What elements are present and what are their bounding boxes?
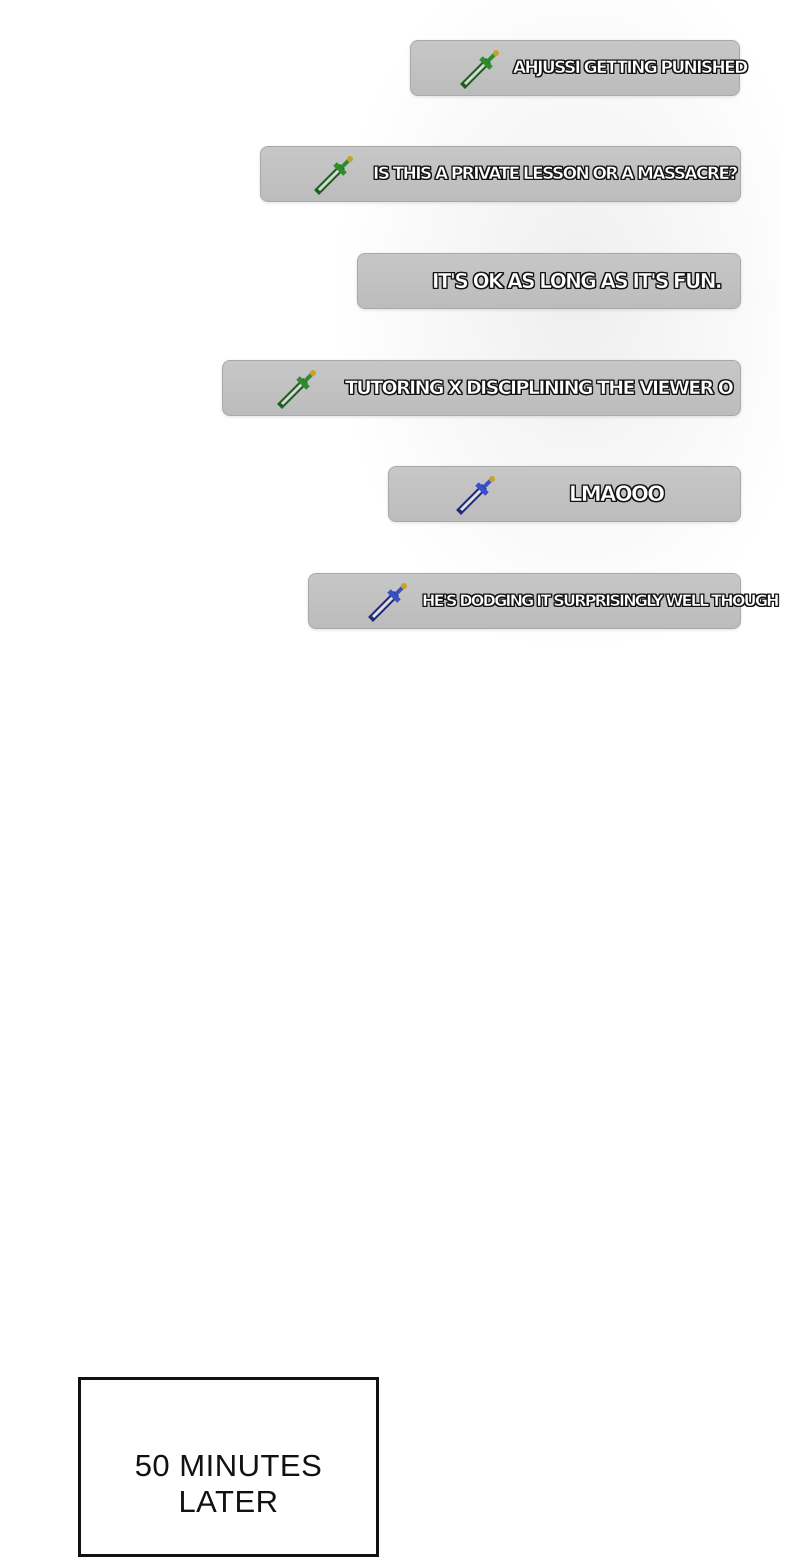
narration-caption-box: 50 MINUTES LATER [78,1377,379,1557]
blue-sword-icon [456,476,495,515]
blue-sword-icon [368,583,407,622]
caption-line-2: LATER [178,1484,279,1519]
chat-message-text: IT'S OK AS LONG AS IT'S FUN. [432,269,723,294]
green-sword-icon [277,370,316,409]
chat-message-text: HE'S DODGING IT SURPRISINGLY WELL THOUGH [422,591,780,611]
chat-message-text: TUTORING X DISCIPLINING THE VIEWER O [345,377,734,400]
caption-line-1: 50 MINUTES [134,1448,323,1483]
chat-message: AHJUSSI GETTING PUNISHED [410,40,749,96]
chat-message-text: LMAOOO [569,482,666,507]
background-glow [330,0,780,660]
green-sword-icon [460,50,499,89]
chat-message: LMAOOO [388,466,741,522]
chat-message: HE'S DODGING IT SURPRISINGLY WELL THOUGH [308,573,780,629]
narration-caption-text: 50 MINUTES LATER [81,1448,376,1520]
chat-message: IT'S OK AS LONG AS IT'S FUN. [357,253,741,309]
chat-message: TUTORING X DISCIPLINING THE VIEWER O [222,360,741,416]
chat-message-text: AHJUSSI GETTING PUNISHED [513,58,749,79]
chat-message-text: IS THIS A PRIVATE LESSON OR A MASSACRE? [373,164,739,185]
green-sword-icon [314,156,353,195]
chat-message: IS THIS A PRIVATE LESSON OR A MASSACRE? [260,146,741,202]
